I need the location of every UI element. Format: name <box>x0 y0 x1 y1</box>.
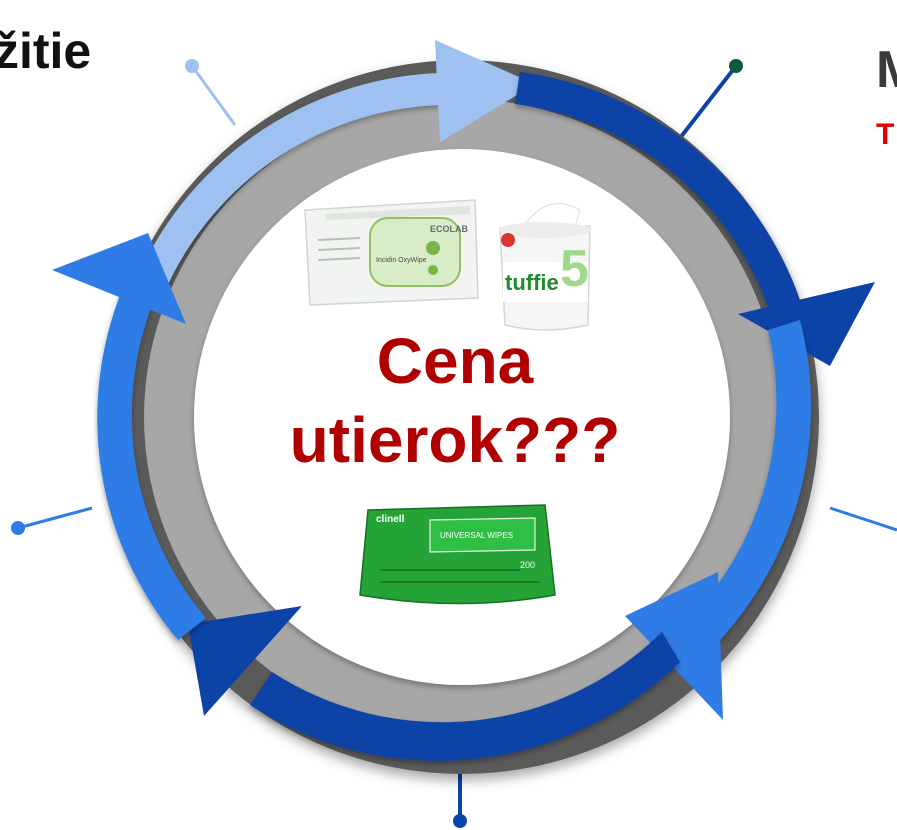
clinell-wipes-image: clinell UNIVERSAL WIPES 200 <box>359 504 556 605</box>
center-line-2: utierok??? <box>289 403 621 476</box>
ecolab-wipes-image: ECOLAB Incidin OxyWipe <box>304 199 479 306</box>
right-heading: M <box>876 40 897 100</box>
ecolab-product-name: Incidin OxyWipe <box>376 257 427 264</box>
arrow-dark-blue-top <box>515 72 800 312</box>
tuffie-canister-image: tuffie 5 <box>499 203 591 331</box>
connector-top-right <box>678 59 743 140</box>
arrow-mid-blue-left <box>97 290 206 640</box>
clinell-product-name: UNIVERSAL WIPES <box>440 531 513 540</box>
arrowhead-dark-blue-top <box>738 282 875 366</box>
arrow-mid-blue-right <box>690 320 812 640</box>
connector-left <box>11 506 93 535</box>
arrowhead-dark-blue-bottom <box>188 606 302 716</box>
connector-right <box>829 506 897 532</box>
ecolab-brand: ECOLAB <box>430 224 469 234</box>
arrow-dark-blue-bottom <box>250 632 680 761</box>
arrowhead-mid-blue-right <box>625 572 723 720</box>
clinell-count: 200 <box>520 560 535 570</box>
tuffie-brand: tuffie <box>505 270 559 295</box>
arrowhead-mid-blue-left <box>52 233 186 324</box>
arrowhead-light-blue <box>435 40 535 142</box>
right-subheading: T <box>876 118 895 151</box>
center-line-1: Cena <box>376 325 534 397</box>
clinell-brand: clinell <box>376 514 405 525</box>
left-heading: žitie <box>0 23 92 79</box>
connector-top-left <box>185 59 237 126</box>
tuffie-badge: 5 <box>560 240 589 298</box>
center-question: Cena utierok??? <box>255 322 655 479</box>
